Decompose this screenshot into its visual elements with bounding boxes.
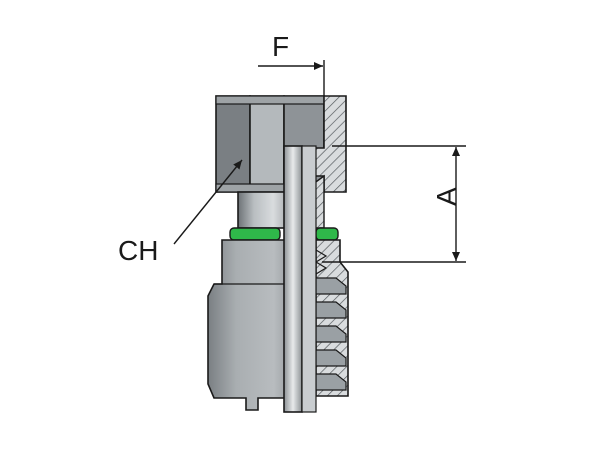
ferrule-serrations xyxy=(315,277,347,391)
dimension-f-label: F xyxy=(272,31,289,62)
dimension-a: A xyxy=(322,145,466,263)
ch-label: CH xyxy=(118,235,158,266)
o-ring-seal-section xyxy=(315,227,339,241)
hex-nut-chamfer-top xyxy=(215,95,325,105)
stem-tube xyxy=(283,145,303,413)
hex-nut xyxy=(215,95,325,193)
ch-leader-line xyxy=(173,159,243,245)
dimension-a-label: A xyxy=(431,187,462,206)
dimension-f: F xyxy=(258,31,325,96)
o-ring-seal xyxy=(229,227,281,241)
hex-nut-face-center xyxy=(249,95,285,193)
hex-nut-face-left xyxy=(215,95,251,193)
dimension-ch: CH xyxy=(118,159,243,266)
stem-tube-bore xyxy=(301,145,317,413)
